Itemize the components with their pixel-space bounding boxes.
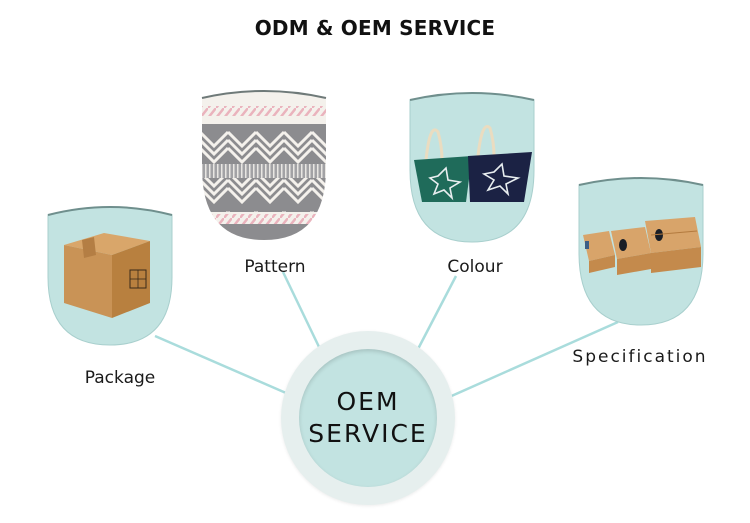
- geometric-pattern-image: [202, 91, 326, 240]
- starfish-tote-bags-image: [414, 125, 532, 202]
- page-title: ODM & OEM SERVICE: [254, 16, 496, 40]
- shield-pattern[interactable]: [200, 88, 328, 242]
- label-colour: Colour: [447, 257, 503, 277]
- connector-colour: [416, 275, 458, 350]
- connector-package: [154, 334, 287, 395]
- label-specification: Specification: [572, 347, 708, 367]
- connector-pattern: [281, 271, 322, 350]
- shield-specification[interactable]: [577, 175, 705, 327]
- cardboard-box-icon: [64, 233, 150, 318]
- shield-package[interactable]: [46, 203, 174, 347]
- label-pattern: Pattern: [244, 257, 306, 277]
- hub-inner-circle: OEM SERVICE: [299, 349, 437, 487]
- label-package: Package: [84, 368, 156, 388]
- hub-text-line2: SERVICE: [308, 419, 428, 448]
- shield-colour[interactable]: [408, 90, 536, 244]
- hub-text-line1: OEM: [336, 387, 400, 416]
- wooden-crates-image: [583, 217, 701, 275]
- connector-specification: [446, 320, 619, 400]
- oem-service-hub[interactable]: OEM SERVICE: [281, 331, 455, 505]
